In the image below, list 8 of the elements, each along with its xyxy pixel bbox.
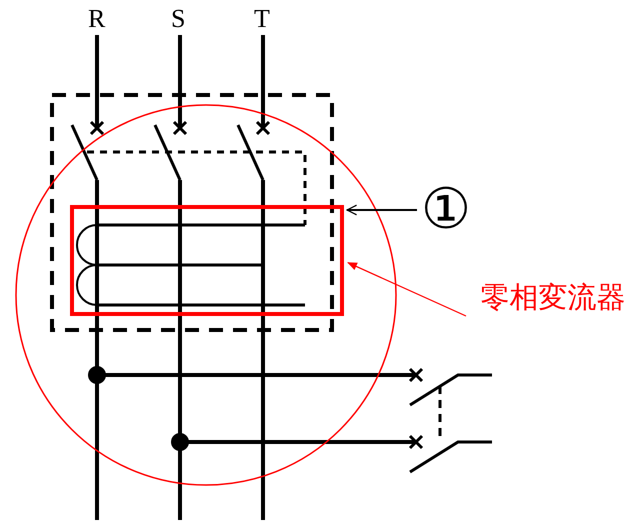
phase-label: S [171,6,186,32]
callout-number: ① [417,180,475,240]
component-label: 零相変流器 [468,280,638,314]
pointer-arrow [347,262,466,317]
phase-label: R [88,6,106,32]
leader-arrow [346,204,417,216]
highlight-box [70,205,344,316]
phase-label: T [254,6,270,32]
